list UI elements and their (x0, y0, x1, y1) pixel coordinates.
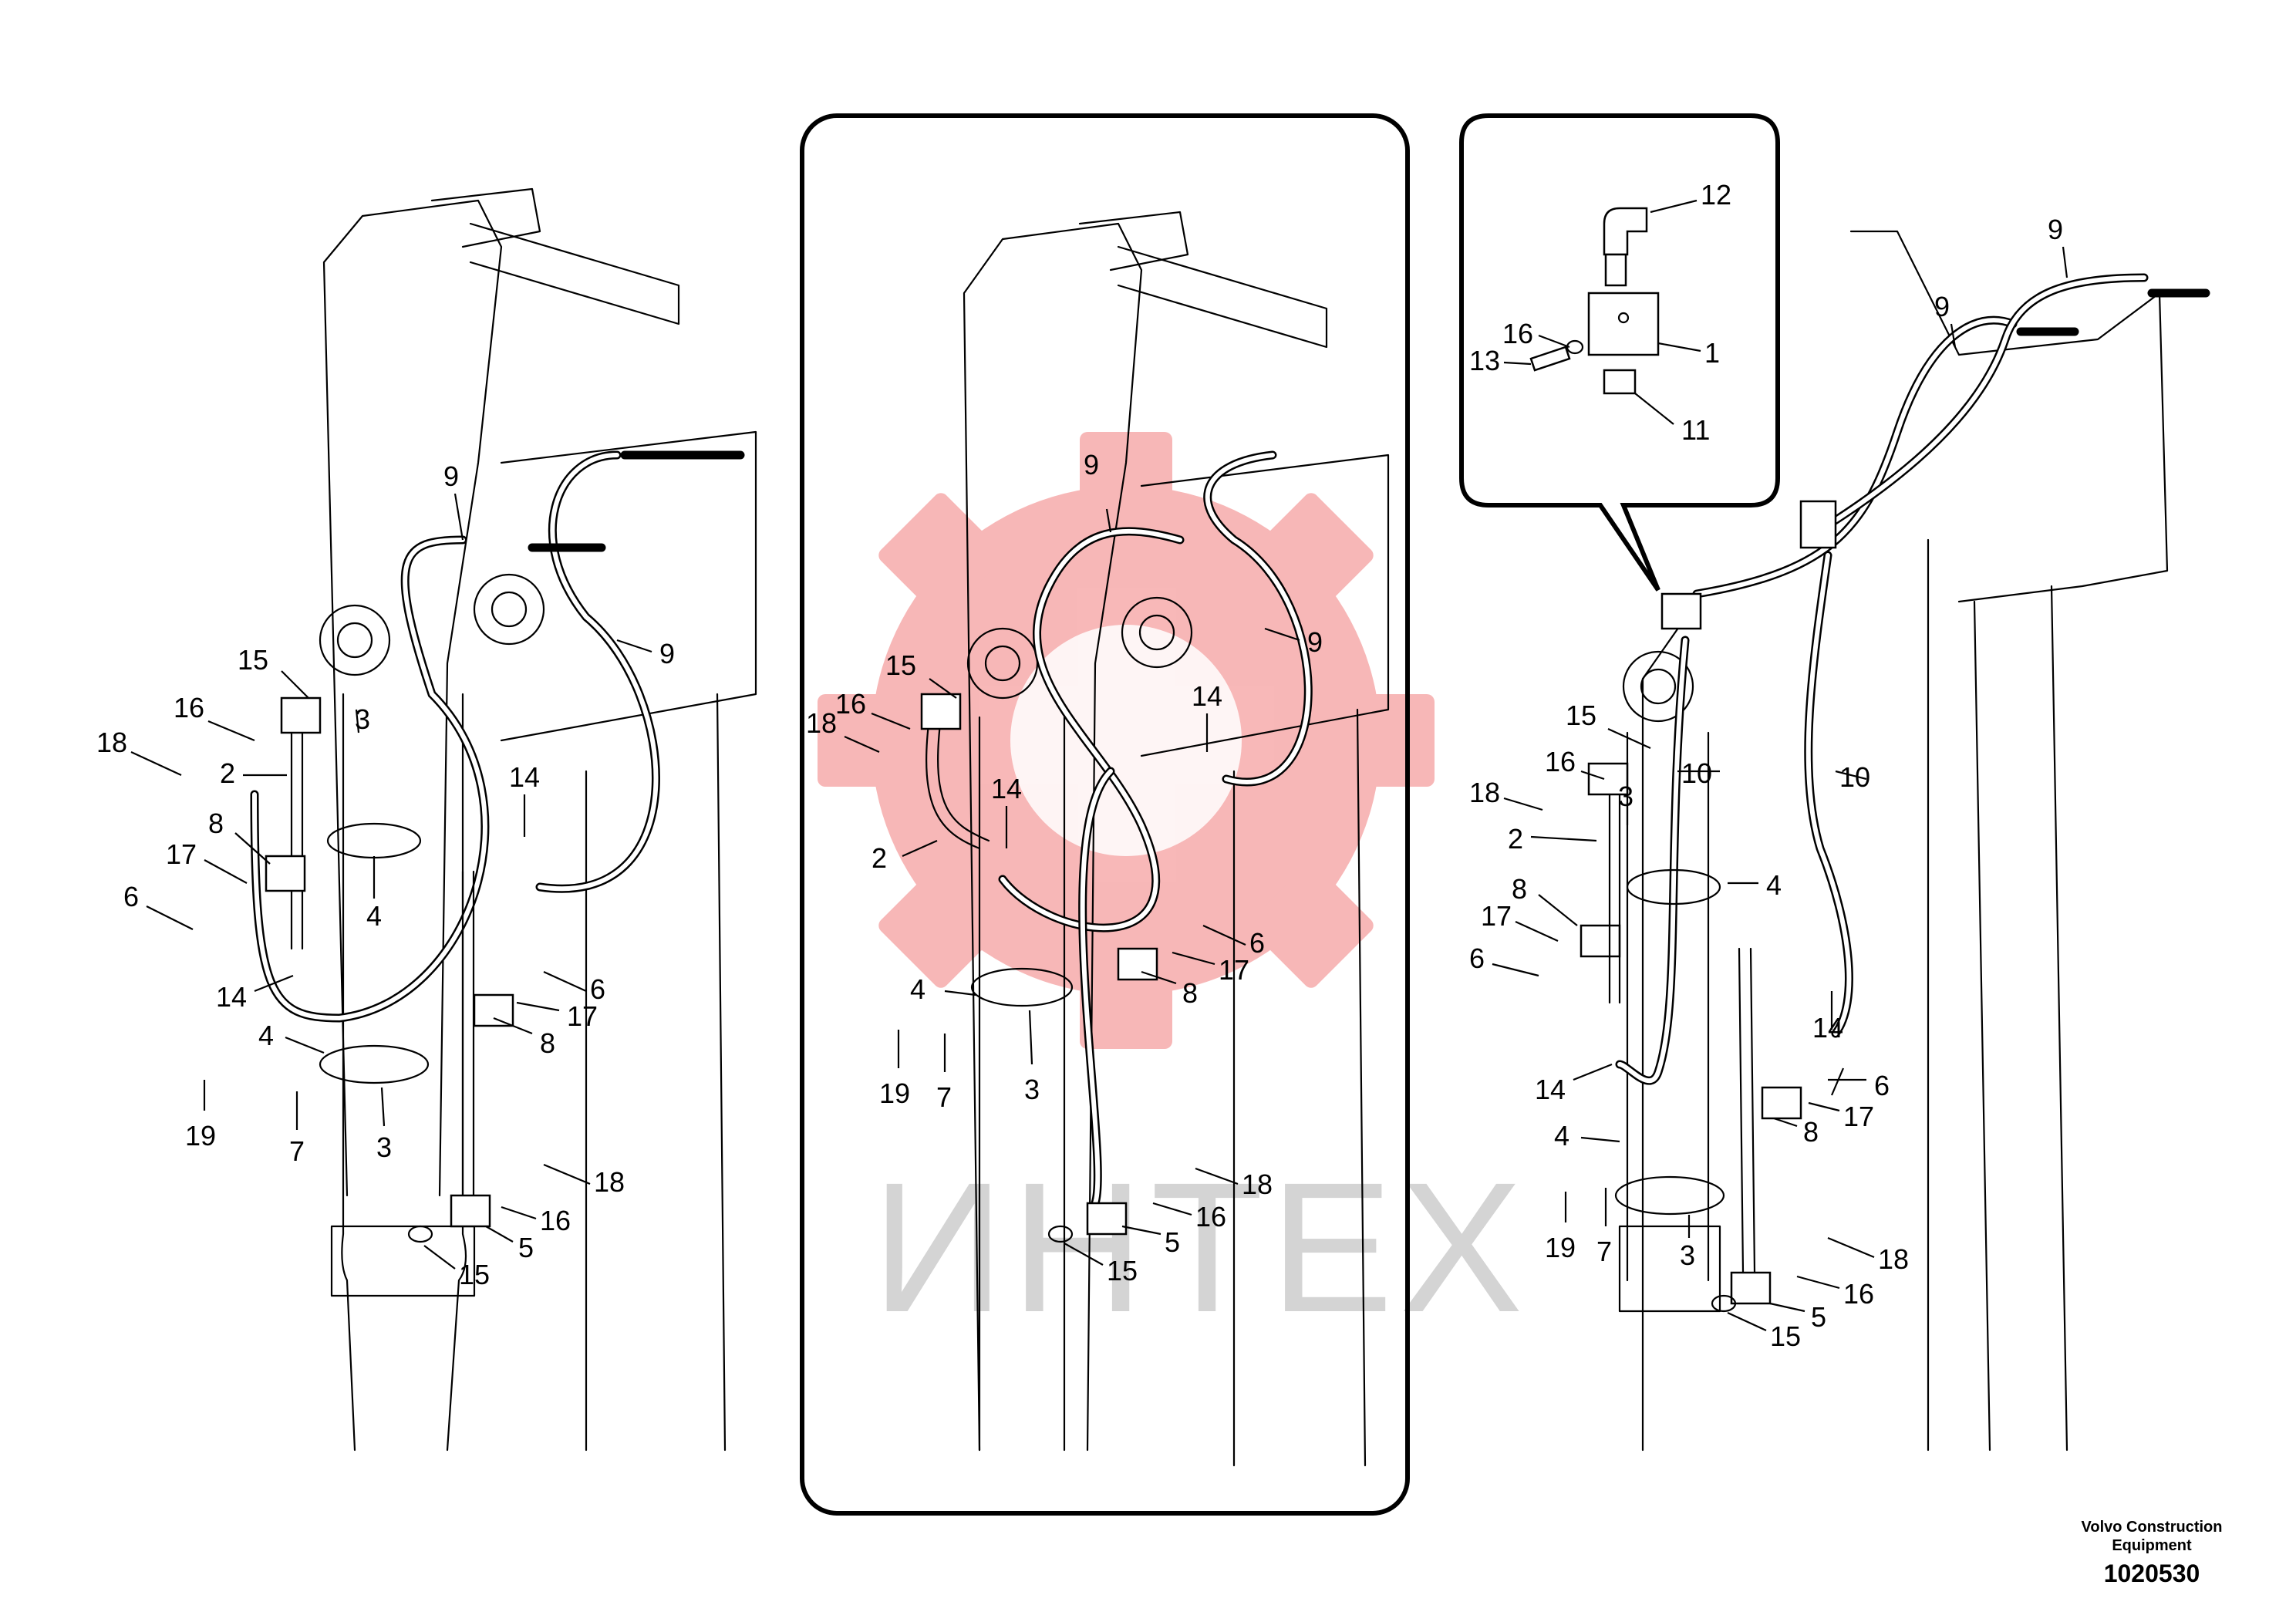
callout-label: 9 (659, 638, 675, 669)
callout-label: 17 (1481, 900, 1512, 932)
callout-label: 14 (509, 761, 540, 793)
callout-label: 16 (1545, 746, 1576, 777)
callout-label: 9 (1084, 449, 1099, 481)
callout-label: 9 (2048, 214, 2063, 245)
callout-label: 15 (1107, 1255, 1138, 1286)
callout-label: 8 (1803, 1116, 1819, 1148)
callout-label: 5 (1811, 1301, 1826, 1333)
callout-label: 6 (123, 881, 139, 912)
callout-label: 14 (991, 773, 1022, 804)
callout-label: 8 (208, 808, 224, 839)
callout-label: 3 (1618, 781, 1633, 812)
callout-label: 16 (540, 1205, 571, 1236)
callout-label: 10 (1681, 757, 1712, 789)
callout-label: 10 (1839, 761, 1870, 793)
callout-label: 13 (1469, 345, 1500, 376)
company-name-line2: Equipment (2112, 1537, 2192, 1554)
callout-label: 3 (355, 703, 370, 735)
callout-label: 14 (216, 981, 247, 1013)
callout-label: 16 (1843, 1278, 1874, 1310)
callout-label: 6 (1249, 927, 1265, 959)
callout-label: 7 (936, 1081, 952, 1113)
left-panel-drawing: 9 9 15 16 18 2 3 8 17 6 4 14 14 14 6 17 … (96, 187, 757, 1452)
callout-label: 4 (258, 1020, 274, 1051)
callout-label: 16 (835, 688, 866, 720)
middle-panel-frame (800, 113, 1410, 1516)
callout-label: 15 (1770, 1320, 1801, 1352)
callout-label: 15 (459, 1259, 490, 1290)
callout-label: 19 (1545, 1232, 1576, 1263)
callout-label: 19 (879, 1077, 910, 1109)
callout-label: 8 (1182, 977, 1198, 1009)
callout-label: 18 (594, 1166, 625, 1198)
callout-label: 4 (366, 900, 382, 932)
callout-label: 14 (1535, 1074, 1566, 1105)
callout-label: 19 (185, 1120, 216, 1152)
callout-label: 16 (1502, 318, 1533, 349)
detail-inset-drawing: 12 16 13 1 11 (1469, 179, 1731, 446)
callout-label: 3 (376, 1131, 392, 1163)
callout-label: 7 (289, 1135, 305, 1167)
callout-label: 15 (1566, 700, 1596, 731)
callout-label: 6 (1874, 1070, 1890, 1101)
callout-label: 18 (1242, 1168, 1273, 1200)
callout-label: 3 (1024, 1074, 1040, 1105)
callout-label: 8 (540, 1027, 555, 1059)
callout-label: 4 (1554, 1120, 1569, 1152)
watermark-logo: ИНТЕХ (818, 432, 1529, 1351)
callout-label: 17 (166, 838, 197, 870)
callout-label: 5 (518, 1232, 534, 1263)
right-panel-drawing: 9 9 15 16 18 10 10 3 2 4 8 17 6 14 14 6 … (1469, 214, 2210, 1452)
watermark-text: ИНТЕХ (872, 1144, 1529, 1351)
callout-label: 9 (443, 460, 459, 492)
callout-label: 16 (1195, 1201, 1226, 1233)
callout-label: 6 (590, 973, 605, 1005)
callout-label: 5 (1165, 1226, 1180, 1258)
callout-label: 9 (1307, 626, 1323, 658)
callout-label: 11 (1681, 414, 1710, 446)
callout-label: 6 (1469, 943, 1485, 974)
callout-label: 17 (1219, 954, 1249, 986)
callout-label: 2 (220, 757, 235, 789)
callout-label: 18 (806, 707, 837, 739)
callout-label: 12 (1701, 179, 1731, 211)
callout-label: 7 (1596, 1236, 1612, 1267)
company-name-line1: Volvo Construction (2081, 1519, 2223, 1536)
callout-label: 3 (1680, 1239, 1695, 1271)
callout-label: 15 (885, 649, 916, 681)
drawing-number: 1020530 (2103, 1560, 2200, 1587)
callout-label: 1 (1704, 337, 1720, 369)
company-name: Volvo Construction Equipment (2036, 1518, 2267, 1555)
callout-label: 14 (1812, 1012, 1843, 1044)
callout-label: 15 (238, 644, 268, 676)
callout-label: 17 (567, 1000, 598, 1032)
callout-label: 2 (1508, 823, 1523, 855)
callout-label: 17 (1843, 1101, 1874, 1132)
callout-label: 4 (910, 973, 925, 1005)
callout-label: 16 (174, 692, 204, 723)
callout-label: 8 (1512, 873, 1527, 905)
callout-label: 9 (1934, 291, 1950, 322)
detail-bubble-frame (1459, 113, 1780, 592)
callout-label: 14 (1192, 680, 1222, 712)
middle-panel-drawing: 9 9 15 16 18 14 14 2 6 17 8 4 19 7 3 18 … (806, 211, 1390, 1467)
callout-label: 2 (872, 842, 887, 874)
callout-label: 18 (96, 727, 127, 758)
callout-label: 18 (1469, 777, 1500, 808)
callout-label: 18 (1878, 1243, 1909, 1275)
callout-label: 4 (1766, 869, 1782, 901)
